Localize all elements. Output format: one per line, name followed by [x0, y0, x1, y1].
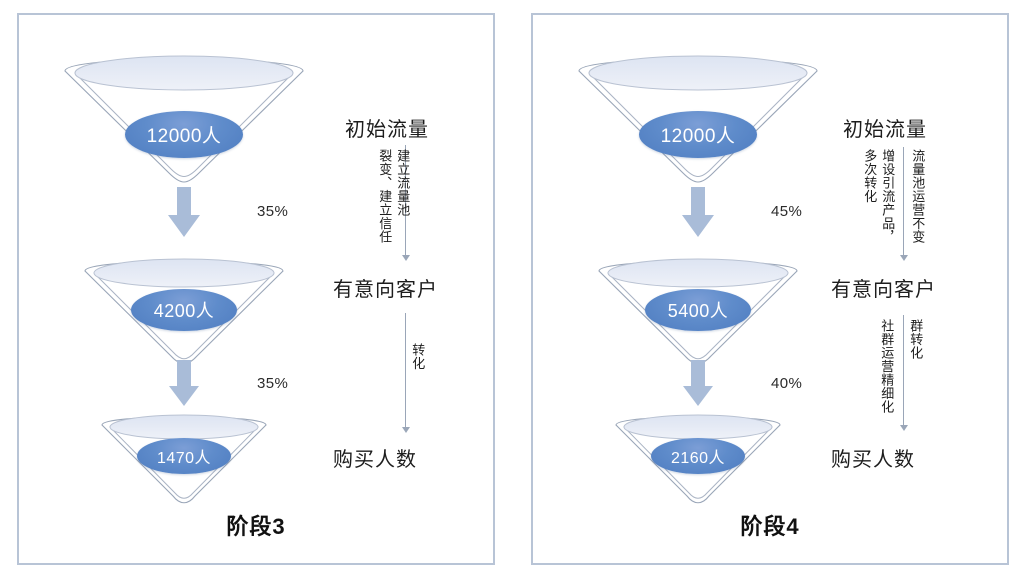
funnel-value-2: 4200人 [131, 289, 237, 331]
funnel-value-5: 5400人 [645, 289, 751, 331]
annotation-1-col-2: 裂变、建立信任 [377, 149, 393, 244]
connector-line-2 [405, 313, 406, 429]
stage-name-4: 初始流量 [843, 119, 927, 141]
annotation-3-col-1: 流量池运营不变 [910, 149, 926, 244]
funnel-value-6: 2160人 [651, 438, 745, 474]
connector-line-3 [903, 147, 904, 257]
stage-name-2: 有意向客户 [333, 279, 438, 301]
connector-arrowhead-4 [900, 425, 908, 431]
conversion-pct-1: 35% [257, 203, 289, 220]
annotation-4-col-2: 社群运营精细化 [879, 319, 895, 414]
connector-arrowhead-2 [402, 427, 410, 433]
funnel-stack-stage3: 12000人 35% [19, 15, 349, 563]
annotation-3-col-3: 多次转化 [862, 149, 878, 203]
funnel-panel-stage3: 12000人 35% [17, 13, 495, 565]
panel-stage-title-4: 阶段4 [740, 514, 800, 539]
stage-name-3: 购买人数 [333, 449, 417, 471]
annotation-2-col-1: 转化 [410, 343, 426, 370]
annotation-1-col-1: 建立流量池 [395, 149, 411, 217]
stage-name-5: 有意向客户 [831, 279, 936, 301]
connector-arrowhead-1 [402, 255, 410, 261]
stage-name-6: 购买人数 [831, 449, 915, 471]
flow-arrow-4 [682, 360, 714, 413]
connector-arrowhead-3 [900, 255, 908, 261]
funnel-value-1: 12000人 [125, 111, 243, 158]
funnel-value-4: 12000人 [639, 111, 757, 158]
panel-stage-title-3: 阶段3 [226, 514, 286, 539]
annotation-4-col-1: 群转化 [908, 319, 924, 360]
conversion-pct-3: 45% [771, 203, 803, 220]
connector-line-1 [405, 145, 406, 257]
flow-arrow-3 [681, 187, 715, 244]
funnel-value-3: 1470人 [137, 438, 231, 474]
conversion-pct-2: 35% [257, 375, 289, 392]
flow-arrow-1 [167, 187, 201, 244]
annotation-3-col-2: 增设引流产品， [880, 149, 896, 244]
conversion-pct-4: 40% [771, 375, 803, 392]
funnel-panel-stage4: 12000人 45% [531, 13, 1009, 565]
funnel-stack-stage4: 12000人 45% [533, 15, 863, 563]
stage-name-1: 初始流量 [345, 119, 429, 141]
connector-line-4 [903, 315, 904, 427]
flow-arrow-2 [168, 360, 200, 413]
